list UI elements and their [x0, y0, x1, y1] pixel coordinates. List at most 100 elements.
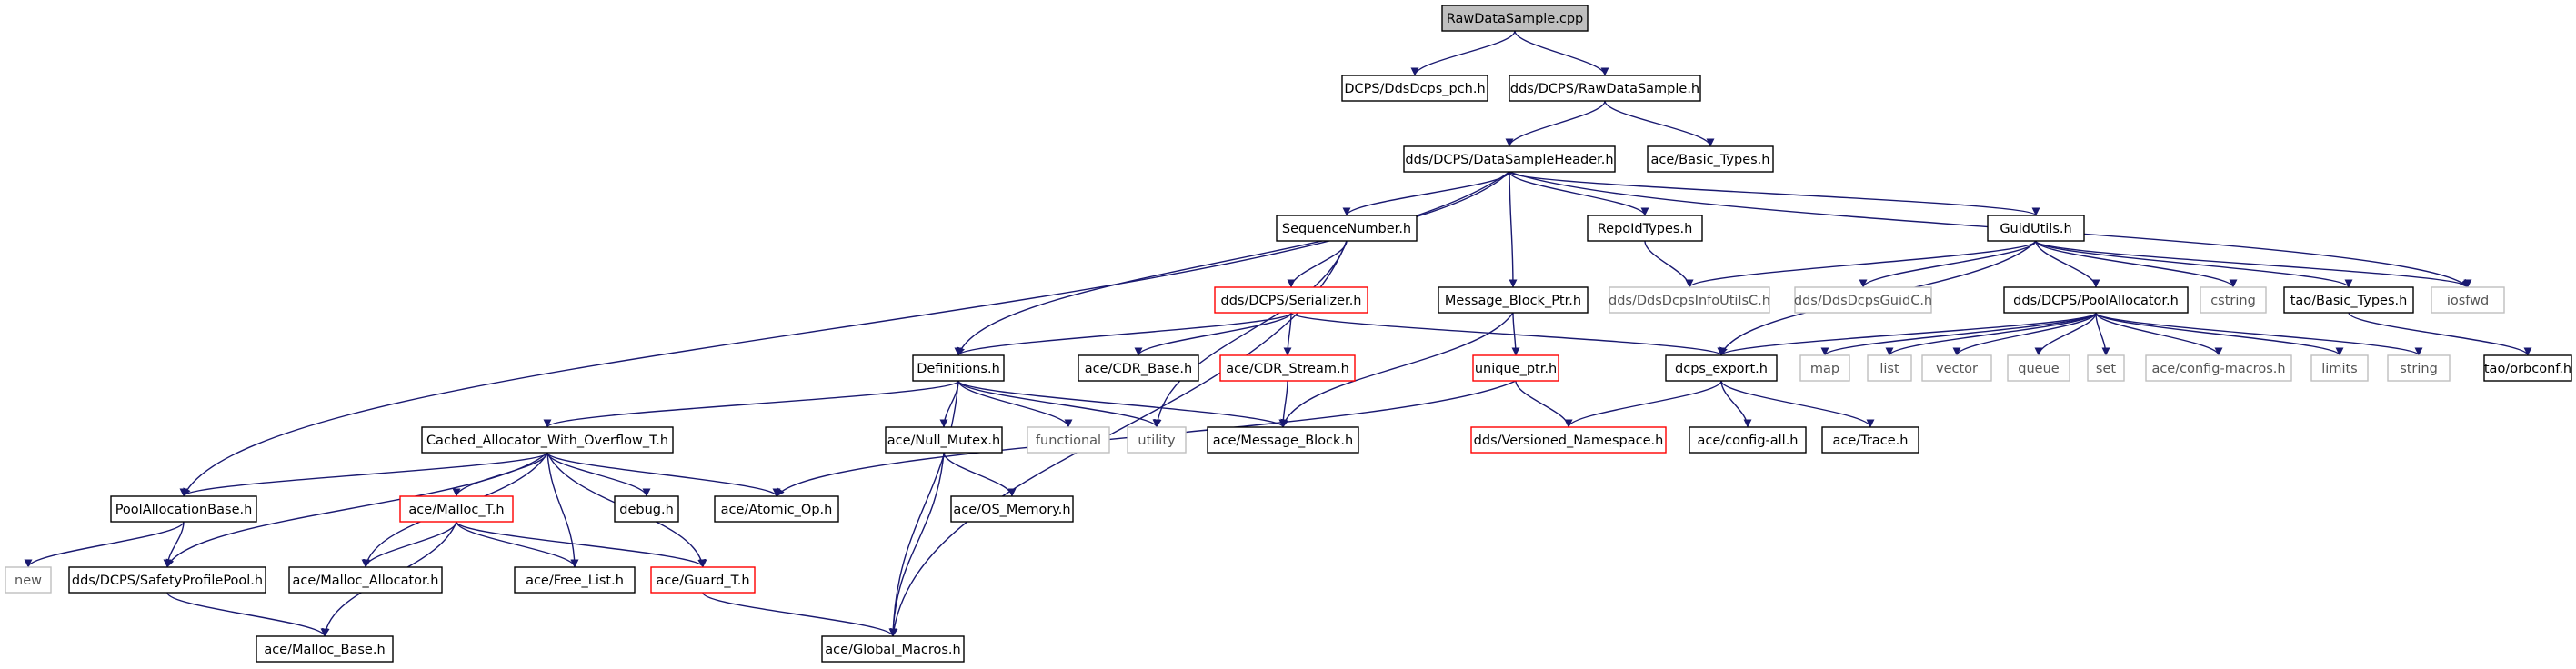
edge-unique_ptr-to-atomic_op: [776, 380, 1517, 497]
node-label: GuidUtils.h: [2000, 222, 2071, 236]
node-label: list: [1879, 362, 1899, 376]
node-new: new: [5, 566, 52, 594]
node-box: [714, 495, 839, 523]
edge-definitions-to-functional: [957, 380, 1073, 428]
node-label: ace/Guard_T.h: [656, 574, 749, 588]
node-box: [1403, 145, 1616, 173]
node-debug[interactable]: debug.h: [614, 495, 679, 523]
node-label: ace/OS_Memory.h: [953, 503, 1070, 517]
node-seqnum[interactable]: SequenceNumber.h: [1276, 215, 1418, 242]
node-ace-basic[interactable]: ace/Basic_Types.h: [1647, 145, 1774, 173]
node-mbptr[interactable]: Message_Block_Ptr.h: [1438, 286, 1589, 314]
node-versioned[interactable]: dds/Versioned_Namespace.h: [1470, 426, 1667, 454]
node-safety-pool[interactable]: dds/DCPS/SafetyProfilePool.h: [68, 566, 266, 594]
node-box: [2310, 354, 2369, 382]
node-malloc-t[interactable]: ace/Malloc_T.h: [399, 495, 514, 523]
node-box: [1127, 426, 1187, 454]
node-message-block[interactable]: ace/Message_Block.h: [1207, 426, 1359, 454]
node-box: [5, 566, 52, 594]
node-definitions[interactable]: Definitions.h: [912, 354, 1005, 382]
edge-cached-to-atomic_op: [546, 452, 781, 497]
node-serializer[interactable]: dds/DCPS/Serializer.h: [1214, 286, 1368, 314]
node-label: queue: [2018, 362, 2060, 376]
edge-raw_h-to-dsh: [1505, 100, 1606, 147]
node-pool-base[interactable]: PoolAllocationBase.h: [110, 495, 257, 523]
edge-pool_base-to-safety_pool: [163, 521, 185, 568]
node-dds-pch[interactable]: DCPS/DdsDcps_pch.h: [1341, 75, 1488, 102]
edge-poolalloc-to-queue: [2034, 312, 2097, 356]
node-raw-cpp[interactable]: RawDataSample.cpp: [1441, 5, 1589, 32]
node-malloc-base[interactable]: ace/Malloc_Base.h: [256, 635, 394, 663]
node-vector: vector: [1921, 354, 1992, 382]
node-label: new: [15, 574, 42, 588]
node-config-macros: ace/config-macros.h: [2145, 354, 2292, 382]
node-repoid[interactable]: RepoIdTypes.h: [1587, 215, 1703, 242]
node-box: [1867, 354, 1912, 382]
node-label: iosfwd: [2447, 294, 2489, 308]
node-label: ace/CDR_Base.h: [1085, 362, 1192, 376]
edge-unique_ptr-to-versioned: [1515, 380, 1573, 428]
node-label: ace/Atomic_Op.h: [721, 503, 833, 517]
edge-null_mutex-to-global_macros: [888, 452, 945, 637]
node-os-memory[interactable]: ace/OS_Memory.h: [950, 495, 1074, 523]
node-box: [1665, 354, 1778, 382]
edge-serializer-to-cdr_stream: [1283, 312, 1292, 356]
node-dcps-export[interactable]: dcps_export.h: [1665, 354, 1778, 382]
node-label: ace/config-all.h: [1697, 434, 1798, 448]
edge-poolalloc-to-map: [1820, 312, 2097, 356]
edge-cached-to-pool_base: [179, 452, 548, 497]
node-label: debug.h: [619, 503, 674, 517]
node-cdr-stream[interactable]: ace/CDR_Stream.h: [1219, 354, 1356, 382]
edge-guid-to-iosfwd: [2035, 240, 2472, 288]
node-dsh[interactable]: dds/DCPS/DataSampleHeader.h: [1403, 145, 1616, 173]
node-box: [2431, 286, 2505, 314]
edge-cached-to-free_list: [546, 452, 579, 568]
node-orbconf[interactable]: tao/orbconf.h: [2483, 354, 2572, 382]
edge-pool_base-to-new: [24, 521, 185, 568]
node-label: dds/DCPS/PoolAllocator.h: [2013, 294, 2179, 308]
node-utility: utility: [1127, 426, 1187, 454]
node-box: [614, 495, 679, 523]
edge-poolalloc-to-string: [2095, 312, 2423, 356]
edge-cdr_stream-to-message_block: [1278, 380, 1288, 428]
node-poolalloc[interactable]: dds/DCPS/PoolAllocator.h: [2003, 286, 2189, 314]
node-box: [514, 566, 636, 594]
node-label: ace/Malloc_T.h: [408, 503, 504, 517]
edge-mbptr-to-unique_ptr: [1511, 312, 1520, 356]
edge-malloc_t-to-malloc_alloc: [361, 521, 457, 568]
edge-raw_cpp-to-dds_pch: [1410, 30, 1516, 76]
node-label: RawDataSample.cpp: [1447, 12, 1583, 26]
node-unique-ptr[interactable]: unique_ptr.h: [1472, 354, 1559, 382]
node-guard-t[interactable]: ace/Guard_T.h: [650, 566, 756, 594]
node-box: [1214, 286, 1368, 314]
node-label: RepoIdTypes.h: [1598, 222, 1693, 236]
node-free-list[interactable]: ace/Free_List.h: [514, 566, 636, 594]
node-guid[interactable]: GuidUtils.h: [1987, 215, 2085, 242]
node-config-all[interactable]: ace/config-all.h: [1689, 426, 1807, 454]
edge-poolalloc-to-limits: [2095, 312, 2344, 356]
node-label: dds/DCPS/DataSampleHeader.h: [1405, 153, 1613, 167]
edge-definitions-to-utility: [957, 380, 1161, 428]
node-label: ace/Message_Block.h: [1213, 434, 1353, 448]
node-null-mutex[interactable]: ace/Null_Mutex.h: [885, 426, 1003, 454]
node-cdr-base[interactable]: ace/CDR_Base.h: [1078, 354, 1199, 382]
node-box: [288, 566, 443, 594]
node-label: dds/Versioned_Namespace.h: [1474, 434, 1664, 448]
edge-repoid-to-infoutils: [1644, 240, 1694, 288]
node-box: [1987, 215, 2085, 242]
edge-dcps_export-to-trace: [1720, 380, 1875, 428]
node-raw-h[interactable]: dds/DCPS/RawDataSample.h: [1509, 75, 1701, 102]
node-label: cstring: [2210, 294, 2256, 308]
node-box: [2387, 354, 2451, 382]
node-tao-basic[interactable]: tao/Basic_Types.h: [2283, 286, 2414, 314]
node-cached[interactable]: Cached_Allocator_With_Overflow_T.h: [421, 426, 674, 454]
node-global-macros[interactable]: ace/Global_Macros.h: [821, 635, 965, 663]
edge-mbptr-to-message_block: [1280, 312, 1514, 428]
node-trace[interactable]: ace/Trace.h: [1821, 426, 1919, 454]
node-atomic-op[interactable]: ace/Atomic_Op.h: [714, 495, 839, 523]
node-malloc-alloc[interactable]: ace/Malloc_Allocator.h: [288, 566, 443, 594]
edge-null_mutex-to-os_memory: [943, 452, 1017, 497]
node-box: [1207, 426, 1359, 454]
node-label: limits: [2321, 362, 2357, 376]
